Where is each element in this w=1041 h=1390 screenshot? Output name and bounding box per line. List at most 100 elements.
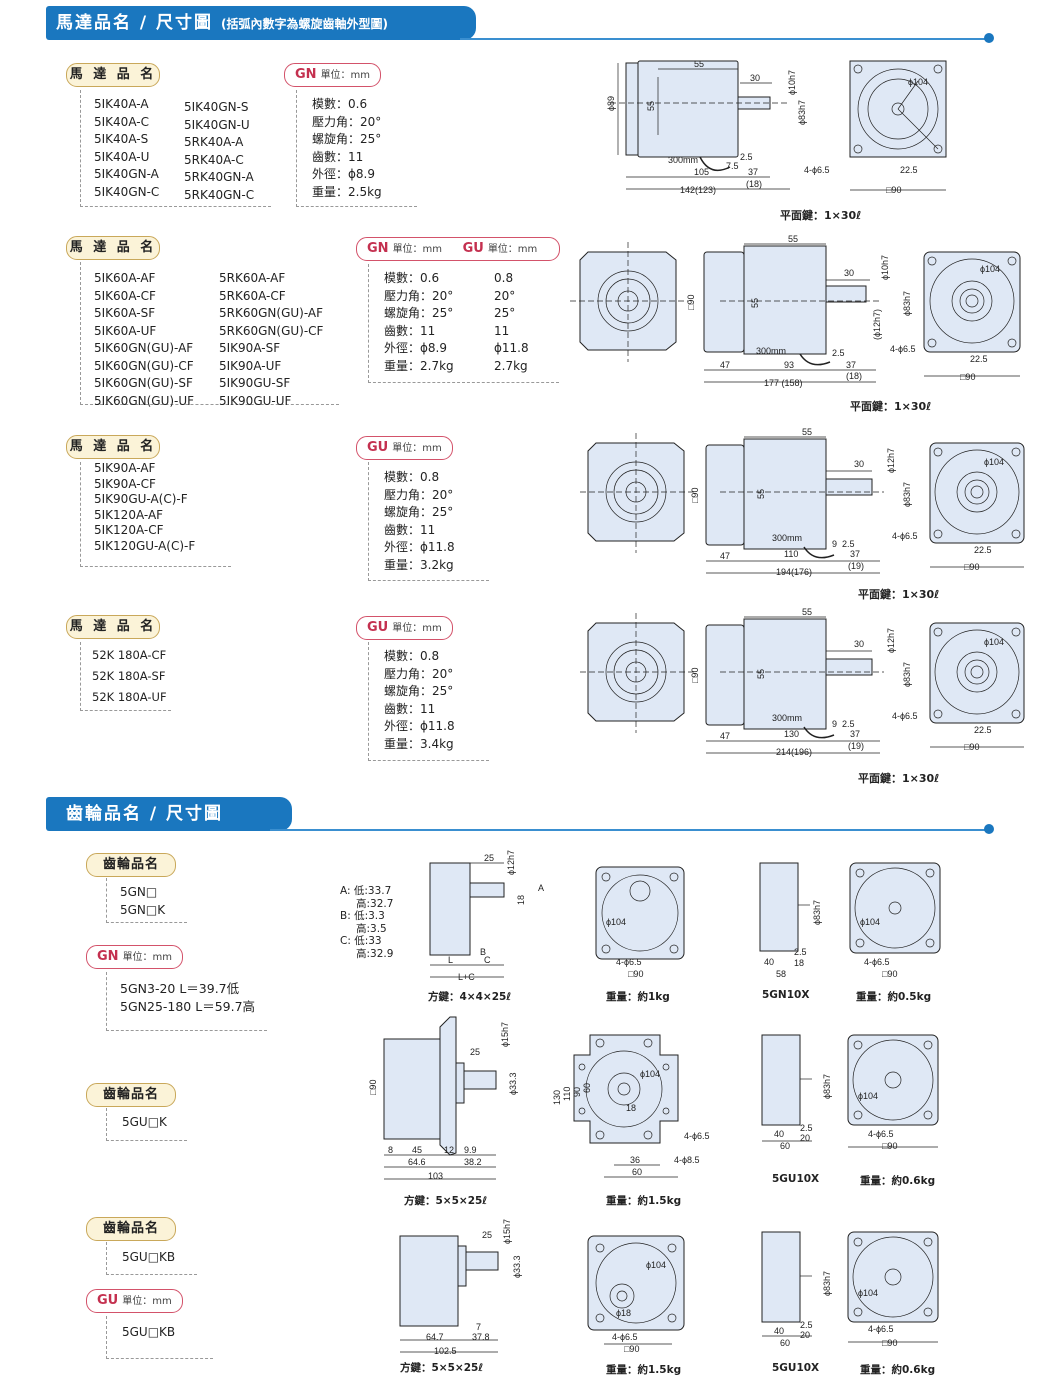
- svg-text:40: 40: [774, 1129, 784, 1139]
- gear3-items: 5GU□KB: [122, 1250, 176, 1264]
- svg-text:60: 60: [780, 1141, 790, 1151]
- section1-subtitle: (括弧內數字為螺旋齒軸外型圖): [220, 17, 388, 31]
- gear2-list-box: [106, 1108, 187, 1141]
- gear1-weight1: 重量：約1kg: [606, 991, 670, 1003]
- svg-text:ϕ104: ϕ104: [984, 637, 1004, 647]
- svg-text:ϕ83h7: ϕ83h7: [902, 482, 912, 507]
- row2-list-box: [80, 262, 339, 405]
- gear3-list-box-2: [106, 1316, 213, 1359]
- svg-text:37: 37: [850, 549, 860, 559]
- svg-text:9: 9: [832, 719, 837, 729]
- section2-title: 齒輪品名 / 尺寸圖: [66, 804, 224, 824]
- section2-header: 齒輪品名 / 尺寸圖: [0, 797, 1041, 843]
- svg-text:ϕ33.3: ϕ33.3: [512, 1255, 522, 1278]
- svg-text:25: 25: [470, 1047, 480, 1057]
- svg-text:93: 93: [784, 360, 794, 370]
- svg-text:A: A: [538, 883, 544, 893]
- svg-text:300mm: 300mm: [756, 346, 786, 356]
- svg-text:ϕ104: ϕ104: [640, 1069, 660, 1079]
- gear3-weight2: 重量：約0.6kg: [860, 1364, 936, 1376]
- svg-text:7.5: 7.5: [726, 161, 739, 171]
- svg-text:□90: □90: [368, 1080, 378, 1095]
- svg-text:177 (158): 177 (158): [764, 378, 803, 388]
- svg-text:64.7: 64.7: [426, 1332, 444, 1342]
- svg-text:38.2: 38.2: [464, 1157, 482, 1167]
- svg-text:ϕ83h7: ϕ83h7: [902, 291, 912, 316]
- svg-text:60: 60: [582, 1083, 592, 1093]
- svg-text:□90: □90: [882, 969, 897, 979]
- svg-text:30: 30: [844, 268, 854, 278]
- gear1-list-box: [106, 878, 187, 923]
- section1-tab: 馬達品名 / 尺寸圖 (括弧內數字為螺旋齒軸外型圖): [46, 6, 476, 40]
- svg-text:194(176): 194(176): [776, 567, 812, 577]
- gear1-items: 5GN□5GN□K: [120, 885, 166, 917]
- motor-name-pill-1: 馬 達 品 名: [66, 63, 160, 87]
- svg-text:2.5: 2.5: [800, 1123, 813, 1133]
- svg-text:ϕ104: ϕ104: [860, 917, 880, 927]
- svg-text:4-ϕ6.5: 4-ϕ6.5: [616, 957, 642, 967]
- svg-text:40: 40: [764, 957, 774, 967]
- svg-text:55: 55: [756, 669, 766, 679]
- svg-text:2.5: 2.5: [740, 152, 753, 162]
- svg-text:110: 110: [562, 1087, 572, 1101]
- gear3-items2: 5GU□KB: [122, 1325, 176, 1339]
- svg-text:ϕ18: ϕ18: [616, 1308, 631, 1318]
- svg-text:4-ϕ6.5: 4-ϕ6.5: [684, 1131, 710, 1141]
- svg-text:22.5: 22.5: [970, 354, 988, 364]
- row4-drawing: 55 30 □90 55 ϕ12h7 ϕ83h7 300mm 130 9 2.5…: [580, 607, 1025, 757]
- gear1-formula-box: [106, 972, 267, 1031]
- svg-text:□90: □90: [960, 372, 975, 382]
- svg-text:30: 30: [854, 459, 864, 469]
- svg-text:ϕ10h7: ϕ10h7: [787, 70, 797, 95]
- section2-line: [270, 829, 988, 831]
- svg-text:ϕ15h7: ϕ15h7: [502, 1219, 512, 1244]
- svg-text:ϕ12h7: ϕ12h7: [886, 628, 896, 653]
- gear1-drawing: 25 ϕ12h7 A 18 B L C L+C ϕ104 4-ϕ6.5 □90 …: [429, 850, 941, 982]
- svg-text:300mm: 300mm: [772, 713, 802, 723]
- svg-text:36: 36: [630, 1155, 640, 1165]
- svg-text:64.6: 64.6: [408, 1157, 426, 1167]
- row1-drawing: 55 30 ϕ89 55 ϕ10h7 ϕ83h7 300mm 105 2.5 7…: [606, 59, 947, 195]
- gear1-model2: 5GN10X: [762, 989, 810, 1001]
- svg-text:55: 55: [802, 607, 812, 617]
- gear3-key: 方鍵：5×5×25ℓ: [400, 1362, 484, 1374]
- svg-text:8: 8: [388, 1145, 393, 1155]
- section2-dot: [984, 824, 994, 834]
- svg-text:22.5: 22.5: [974, 725, 992, 735]
- svg-text:(ϕ12h7): (ϕ12h7): [872, 309, 882, 340]
- svg-text:□90: □90: [882, 1141, 897, 1151]
- svg-text:ϕ83h7: ϕ83h7: [902, 662, 912, 687]
- svg-text:22.5: 22.5: [900, 165, 918, 175]
- motor-name-pill-4: 馬 達 品 名: [66, 615, 160, 639]
- gear1-key: 方鍵：4×4×25ℓ: [428, 991, 512, 1003]
- gear2-weight1: 重量：約1.5kg: [606, 1195, 682, 1207]
- svg-text:ϕ83h7: ϕ83h7: [822, 1074, 832, 1099]
- svg-text:25: 25: [482, 1230, 492, 1240]
- svg-text:4-ϕ6.5: 4-ϕ6.5: [892, 711, 918, 721]
- svg-text:22.5: 22.5: [974, 545, 992, 555]
- gear2-weight2: 重量：約0.6kg: [860, 1175, 936, 1187]
- svg-text:ϕ12h7: ϕ12h7: [886, 448, 896, 473]
- svg-text:37: 37: [748, 167, 758, 177]
- svg-text:47: 47: [720, 360, 730, 370]
- svg-text:4-ϕ6.5: 4-ϕ6.5: [612, 1332, 638, 1342]
- svg-text:37: 37: [850, 729, 860, 739]
- gear2-key: 方鍵：5×5×25ℓ: [404, 1195, 488, 1207]
- svg-text:55: 55: [750, 298, 760, 308]
- svg-text:55: 55: [756, 489, 766, 499]
- row3-flat-key: 平面鍵：1×30ℓ: [858, 588, 940, 601]
- svg-text:ϕ12h7: ϕ12h7: [506, 850, 516, 875]
- svg-text:□90: □90: [690, 668, 700, 683]
- svg-text:25: 25: [484, 853, 494, 863]
- svg-text:37: 37: [846, 360, 856, 370]
- svg-text:47: 47: [720, 731, 730, 741]
